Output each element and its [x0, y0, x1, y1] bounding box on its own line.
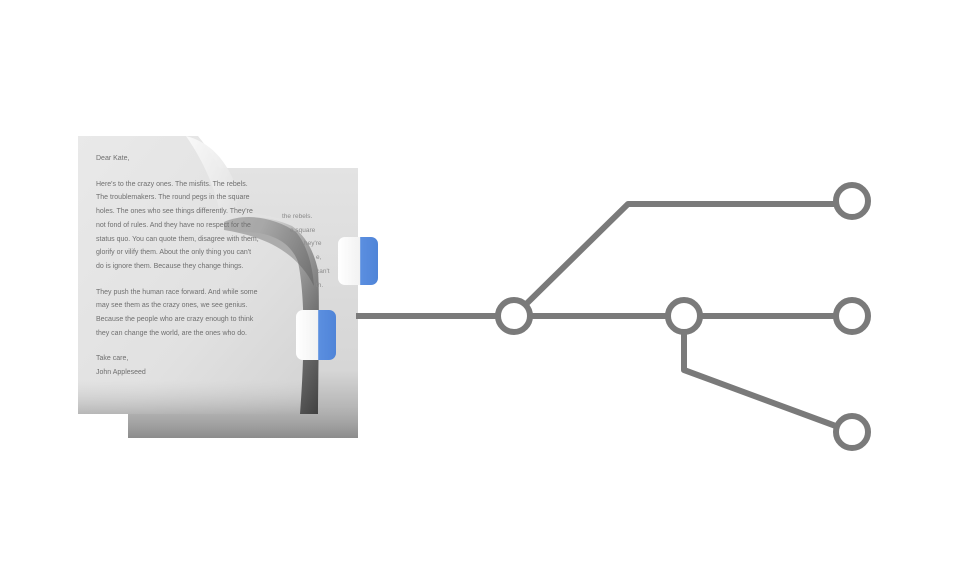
- front-page: [78, 136, 319, 414]
- middle-endpoint-node: [833, 297, 871, 335]
- back-fragment: the rebels.: [282, 213, 313, 220]
- second-branch-node: [665, 297, 703, 335]
- upper-branch-line: [511, 201, 852, 319]
- top-endpoint-node: [833, 182, 871, 220]
- first-branch-node: [495, 297, 533, 335]
- upper-bookmark-tab: [338, 237, 378, 285]
- back-page-text: the rebels. e square hey're e, can't th.: [282, 210, 330, 292]
- back-fragment: th.: [316, 281, 324, 289]
- back-fragment: can't: [316, 267, 330, 275]
- bottom-endpoint-node: [833, 413, 871, 451]
- back-fragment: e,: [316, 254, 322, 262]
- back-fragment: e square: [290, 226, 316, 234]
- back-fragment: hey're: [304, 240, 322, 248]
- lower-branch-line: [681, 316, 854, 435]
- lower-bookmark-tab: [296, 310, 336, 360]
